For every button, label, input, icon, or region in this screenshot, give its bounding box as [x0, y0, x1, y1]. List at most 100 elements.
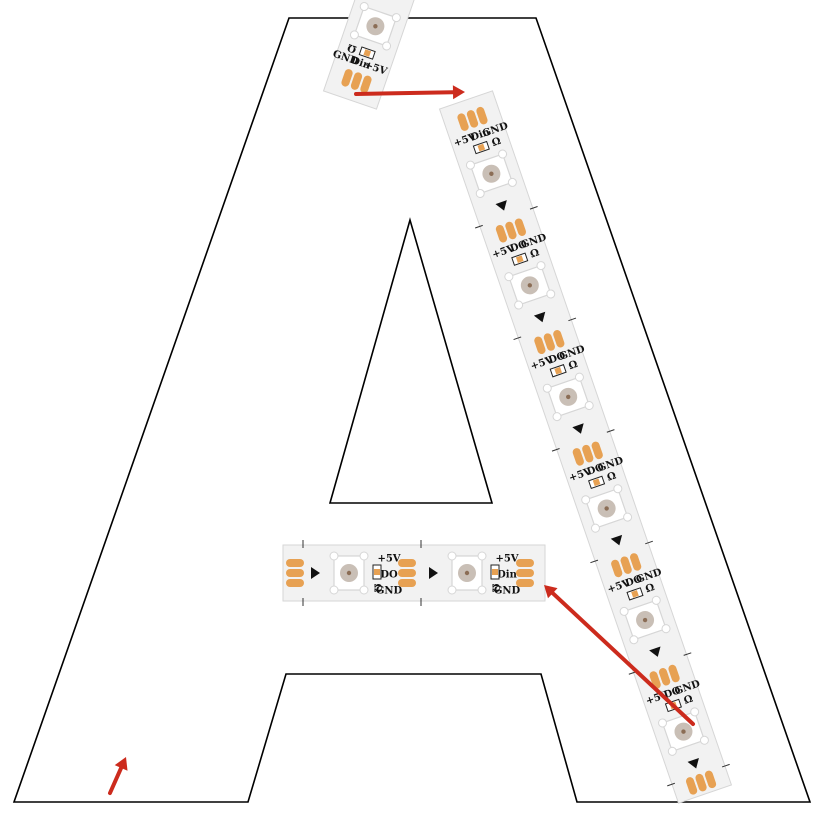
cut-mark: [590, 559, 599, 564]
solder-pad: [286, 579, 304, 587]
red-arrow-icon: [544, 585, 695, 726]
solder-pad: [341, 69, 353, 87]
led-package: [329, 551, 369, 595]
resistor-pad: [374, 569, 380, 575]
led-package: [619, 595, 671, 645]
led-die: [604, 506, 609, 511]
ohm-label: Ω: [529, 247, 541, 260]
led-corner: [359, 585, 369, 595]
led-corner: [465, 160, 475, 170]
label-do: DO: [380, 570, 398, 581]
triangle-arrow-icon: [495, 200, 507, 211]
led-corner: [699, 735, 709, 745]
arrow-head: [544, 585, 558, 599]
triangle-arrow-icon: [610, 534, 623, 546]
pad-group: [611, 553, 642, 578]
led-corner: [552, 412, 562, 422]
label-gnd: GND: [376, 586, 403, 597]
led-corner: [514, 300, 524, 310]
arrow-shaft: [550, 591, 695, 726]
led-corner: [359, 551, 369, 561]
solder-pad: [466, 110, 479, 128]
solder-pad: [534, 336, 546, 355]
pad-group: [286, 559, 304, 587]
led-corner: [581, 495, 591, 505]
led-corner: [498, 149, 508, 159]
arrow-head: [452, 85, 465, 100]
pad-group: [341, 69, 372, 94]
led-corner: [658, 718, 668, 728]
pad-group: [572, 441, 603, 466]
cut-mark: [721, 763, 730, 768]
label-do: DO: [586, 462, 606, 478]
cut-mark: [513, 336, 522, 341]
cut-mark: [683, 652, 692, 656]
triangle-arrow-icon: [311, 567, 320, 579]
led-package: [447, 551, 487, 595]
pad-group: [685, 770, 717, 795]
ohm-label: Ω: [683, 694, 695, 707]
led-corner: [661, 624, 671, 634]
arrow-head: [114, 757, 128, 771]
ohm-label: Ω: [490, 136, 502, 149]
led-corner: [619, 606, 629, 616]
led-package: [542, 372, 594, 422]
solder-pad: [582, 444, 594, 463]
led-die: [527, 283, 533, 288]
solder-pad: [611, 559, 623, 578]
led-corner: [359, 2, 369, 12]
pad-group: [516, 559, 534, 587]
letter-a-outline: [12, 17, 812, 803]
led-corner: [651, 595, 661, 605]
ohm-label: Ω: [567, 359, 579, 372]
pad-group: [534, 330, 565, 355]
led-corner: [629, 635, 639, 645]
led-die: [373, 24, 378, 29]
pad-group: [398, 559, 416, 587]
label-do: DO: [509, 239, 529, 255]
solder-pad: [286, 569, 304, 577]
triangle-arrow-icon: [649, 646, 661, 657]
resistor-pad: [492, 569, 498, 575]
triangle-arrow-icon: [572, 423, 584, 434]
label-gnd: GND: [494, 586, 521, 597]
led-corner: [391, 13, 401, 23]
led-die: [681, 729, 686, 734]
led-corner: [590, 523, 600, 533]
solder-pad: [286, 559, 304, 567]
strip-body: [322, 0, 578, 110]
letter-a-inner-triangle: [328, 217, 494, 504]
led-corner: [623, 512, 633, 522]
led-corner: [507, 177, 517, 187]
solder-pad: [360, 75, 372, 94]
solder-pad: [516, 579, 534, 587]
flow-arrows: [108, 85, 695, 795]
label-5v: +5V: [495, 554, 518, 565]
solder-pad: [505, 221, 517, 240]
label-5v: +5V: [377, 554, 400, 565]
solder-pad: [514, 218, 527, 236]
triangle-arrow-icon: [533, 311, 546, 323]
led-corner: [477, 551, 487, 561]
solder-pad: [572, 448, 584, 466]
led-die: [489, 171, 494, 176]
led-package: [504, 261, 556, 310]
cut-mark: [529, 206, 538, 210]
led-die: [642, 617, 648, 623]
led-corner: [667, 746, 677, 756]
ohm-label: Ω: [644, 582, 656, 595]
led-corner: [542, 383, 552, 393]
resistor-pad: [477, 143, 486, 152]
solder-pad: [398, 569, 416, 577]
resistor-pad: [554, 366, 562, 375]
pad-group: [649, 664, 680, 689]
solder-pad: [398, 579, 416, 587]
solder-pad: [516, 559, 534, 567]
led-corner: [329, 585, 339, 595]
resistor-pad: [631, 590, 639, 598]
solder-pad: [350, 72, 363, 90]
solder-pad: [685, 777, 698, 795]
